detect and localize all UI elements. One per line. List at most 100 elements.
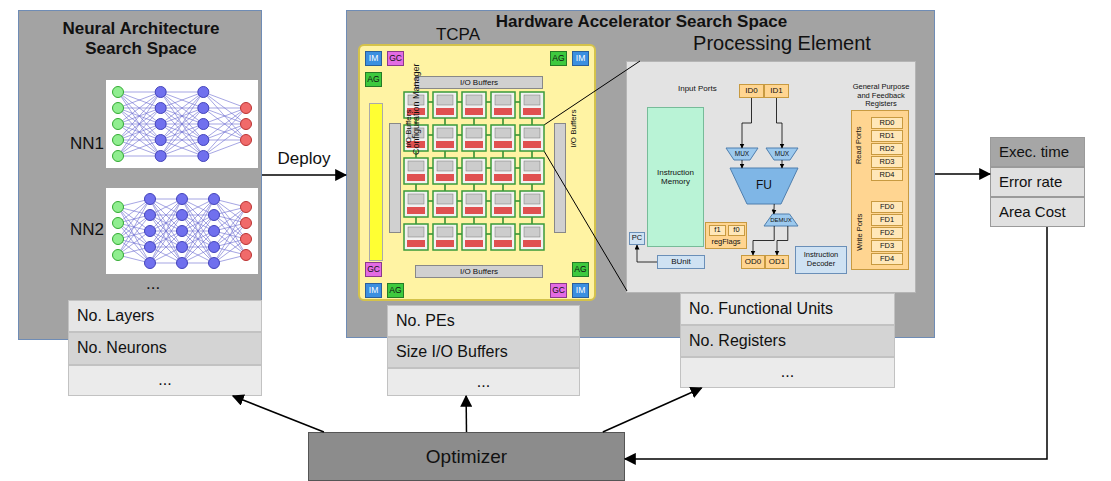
node-text: IM	[369, 286, 378, 296]
metric-row: Error rate	[990, 167, 1085, 197]
network-link	[150, 199, 182, 247]
parameter-row: No. PEs	[387, 305, 580, 337]
node-text: RD3	[879, 158, 894, 167]
node-text: No. PEs	[396, 312, 455, 330]
node-text: FD2	[880, 229, 894, 238]
text-slot: ...	[681, 358, 894, 387]
network-link	[161, 156, 204, 157]
network-link	[161, 92, 204, 124]
text-slot: DEMUX	[764, 214, 798, 226]
text-slot: Error rate	[991, 168, 1084, 196]
control-unit: BUnit	[657, 255, 705, 269]
neuron	[177, 258, 188, 269]
network-link	[161, 140, 204, 156]
text-slot: f1	[710, 226, 725, 235]
search-space-panel: Neural Architecture Search Space	[18, 10, 262, 340]
text-slot: RD0	[872, 118, 902, 128]
network-link	[203, 108, 246, 140]
node-text: I/O Buffers	[460, 267, 498, 276]
node-text: I/O Buffers	[404, 110, 413, 148]
interconnect	[473, 118, 475, 125]
node-text: MUX	[775, 150, 789, 157]
neuron	[198, 135, 209, 146]
pe-cell	[520, 125, 544, 151]
metric-row: Exec. time	[990, 137, 1085, 167]
text-slot: OD1	[766, 256, 788, 268]
node-text: TCPA	[436, 25, 480, 45]
text-slot: No. Registers	[681, 326, 894, 356]
node-text: PC	[632, 234, 642, 243]
text-slot: RD1	[872, 131, 902, 141]
network-link	[203, 108, 246, 109]
connector-arrow	[465, 396, 467, 432]
pe-core	[437, 227, 453, 237]
neuron	[145, 194, 156, 205]
connector-arrow	[625, 227, 1047, 459]
text-slot: Neural Architecture Search Space	[39, 19, 243, 69]
text-slot: FD1	[872, 215, 902, 225]
io-buffer: I/O Buffers	[389, 123, 401, 233]
network-link	[161, 92, 204, 140]
network-link	[203, 140, 246, 156]
neuron	[198, 119, 209, 130]
network-link	[118, 92, 161, 108]
network-link	[118, 231, 150, 255]
interconnect	[444, 217, 446, 224]
pe-core	[524, 161, 540, 171]
node-text: No. Registers	[689, 332, 786, 350]
text-slot: FU	[730, 168, 798, 204]
text-slot: RD3	[872, 157, 902, 167]
register-cell: FD4	[871, 253, 903, 265]
parameter-row: ...	[387, 368, 580, 396]
pe-tag	[494, 108, 512, 115]
neuron	[198, 103, 209, 114]
node-text: ...	[477, 373, 490, 391]
pe-cell	[462, 158, 486, 184]
neuron	[155, 87, 166, 98]
control-unit: PC	[629, 232, 645, 245]
register-cell: FD1	[871, 214, 903, 226]
text-slot: No. PEs	[388, 306, 579, 336]
pe-tag	[436, 108, 454, 115]
global-controller: GC	[550, 283, 567, 298]
pe-cell	[462, 125, 486, 151]
network-link	[182, 199, 214, 247]
memory-block: IM	[365, 51, 382, 66]
configuration-manager: Configuration Manager	[369, 103, 383, 261]
metric-row: Area Cost	[990, 197, 1085, 227]
network-link	[182, 199, 214, 247]
network-link	[182, 215, 214, 263]
register-cell: RD3	[871, 156, 903, 168]
neuron	[155, 151, 166, 162]
text-slot: GC	[366, 263, 381, 276]
neuron	[113, 218, 124, 229]
neuron	[209, 194, 220, 205]
pe-core	[466, 95, 482, 105]
pe-tag	[407, 174, 425, 181]
register-cell: RD0	[871, 117, 903, 129]
pe-cell	[520, 158, 544, 184]
text-slot: Processing Element	[667, 32, 897, 58]
port-register: OD0	[741, 255, 765, 269]
processing-element: Processing ElementID0ID1Instruction Memo…	[626, 61, 916, 293]
pe-tag	[465, 108, 483, 115]
network-link	[150, 215, 182, 263]
text-slot: MUX	[766, 148, 798, 160]
pe-tag	[523, 207, 541, 214]
register-cell: FD2	[871, 227, 903, 239]
neuron	[145, 258, 156, 269]
text-slot: ID1	[765, 85, 788, 97]
node-text: GC	[367, 265, 380, 275]
node-text: ...	[781, 363, 794, 381]
neuron	[209, 210, 220, 221]
pe-core	[466, 194, 482, 204]
pe-cell	[404, 92, 428, 118]
neuron	[241, 234, 252, 245]
network-panel	[106, 188, 258, 274]
pe-cell	[520, 191, 544, 217]
port-register: ID1	[764, 84, 789, 98]
global-controller: GC	[387, 51, 404, 66]
node-text: f0	[733, 226, 739, 235]
network-link	[118, 239, 150, 263]
